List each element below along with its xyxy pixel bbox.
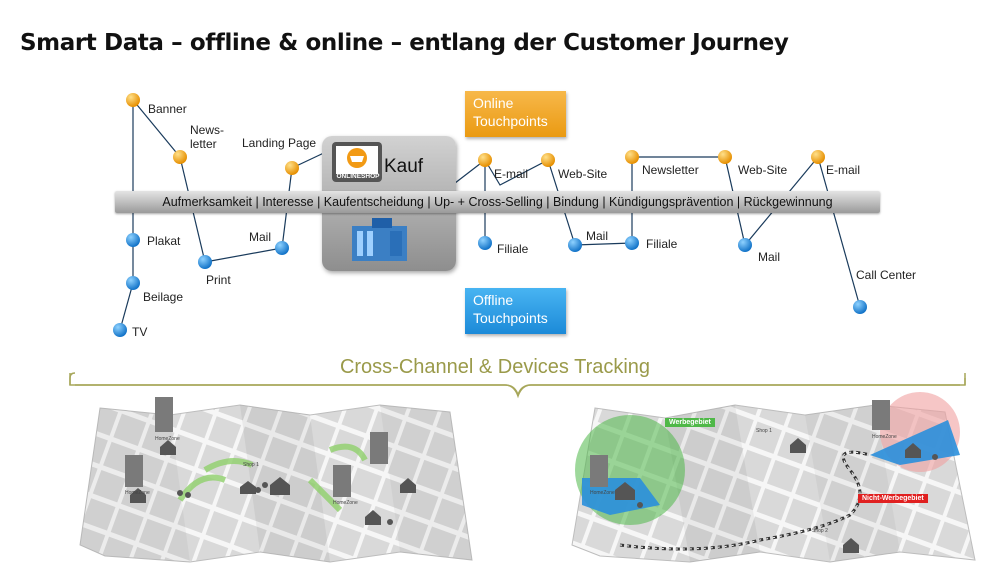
banner-node[interactable] [126, 93, 140, 107]
email-node-2[interactable] [811, 150, 825, 164]
mail-node-3[interactable] [738, 238, 752, 252]
kauf-label: Kauf [384, 156, 424, 177]
mail-label-1: Mail [249, 230, 272, 244]
email-label-1: E-mail [494, 167, 529, 181]
offline-nodes [113, 233, 867, 337]
website-label-2: Web-Site [738, 163, 788, 177]
beilage-label: Beilage [143, 290, 184, 304]
map-right-label: Shop 2 [812, 528, 828, 534]
mail-label-2: Mail [586, 229, 609, 243]
newsletter-node-1[interactable] [173, 150, 187, 164]
website-label-1: Web-Site [558, 167, 608, 181]
plakat-label: Plakat [147, 234, 181, 248]
email-label-2: E-mail [826, 163, 861, 177]
newsletter-label-1: News- letter [190, 123, 225, 151]
shop-illustration: ONLINESHOP [332, 142, 407, 261]
tracking-label: Cross-Channel & Devices Tracking [339, 356, 651, 378]
map-left [79, 397, 473, 563]
map-right-label: HomeZone [872, 434, 897, 440]
tv-node[interactable] [113, 323, 127, 337]
page-title: Smart Data – offline & online – entlang … [20, 30, 789, 56]
online-shop-label: ONLINESHOP [337, 173, 381, 180]
call-center-label: Call Center [856, 268, 917, 282]
website-node-2[interactable] [718, 150, 732, 164]
beilage-node[interactable] [126, 276, 140, 290]
customer-journey-bar: Aufmerksamkeit | Interesse | Kaufentsche… [115, 191, 880, 213]
filiale-label-1: Filiale [497, 242, 529, 256]
map-right-label: Shop 1 [756, 428, 772, 434]
map-left-label: HomeZone [155, 436, 180, 442]
banner-label: Banner [148, 102, 187, 116]
online-touchpoints-box: Online Touchpoints [465, 91, 566, 137]
landing-page-node[interactable] [285, 161, 299, 175]
print-label: Print [206, 273, 231, 287]
filiale-node-1[interactable] [478, 236, 492, 250]
mail-node-1[interactable] [275, 241, 289, 255]
plakat-node[interactable] [126, 233, 140, 247]
newsletter-node-2[interactable] [625, 150, 639, 164]
online-nodes [126, 93, 825, 175]
map-left-label: HomeZone [333, 500, 358, 506]
map-right [571, 392, 976, 563]
map-left-label: HomeZone [125, 490, 150, 496]
filiale-label-2: Filiale [646, 237, 678, 251]
newsletter-label-2: Newsletter [642, 163, 699, 177]
mail-label-3: Mail [758, 250, 781, 264]
offline-touchpoints-box: Offline Touchpoints [465, 288, 566, 334]
website-node-1[interactable] [541, 153, 555, 167]
filiale-node-2[interactable] [625, 236, 639, 250]
werbegebiet-tag: Werbegebiet [665, 418, 715, 427]
tv-label: TV [132, 325, 148, 339]
print-node[interactable] [198, 255, 212, 269]
map-left-label: Shop 1 [243, 462, 259, 468]
map-right-label: HomeZone [590, 490, 615, 496]
nicht-werbegebiet-tag: Nicht-Werbegebiet [858, 494, 928, 503]
email-node-1[interactable] [478, 153, 492, 167]
mail-node-2[interactable] [568, 238, 582, 252]
landing-page-label: Landing Page [242, 136, 317, 150]
call-center-node[interactable] [853, 300, 867, 314]
